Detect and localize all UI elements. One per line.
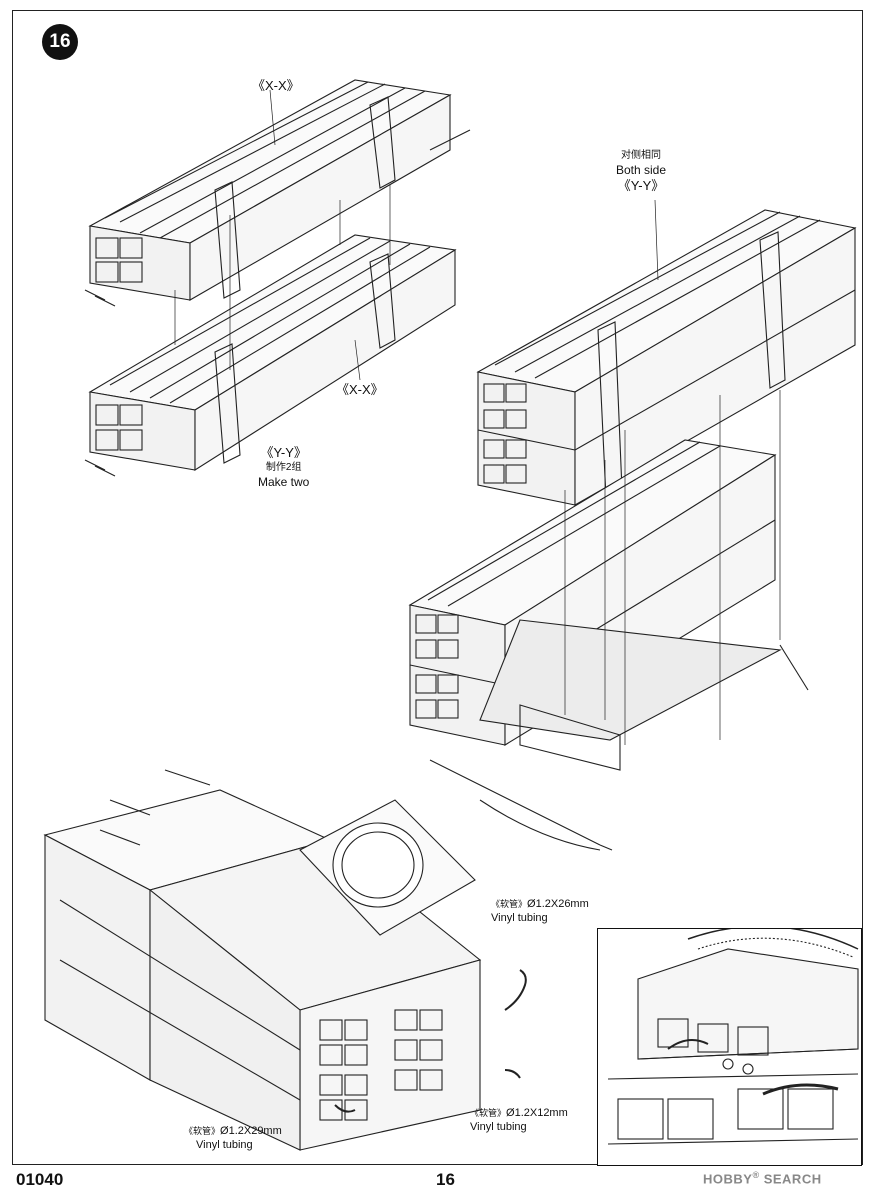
tubing-en: Vinyl tubing (491, 912, 548, 924)
rocket-pod-mid-left (84, 234, 457, 477)
launcher-chassis (408, 439, 809, 851)
page-number: 16 (436, 1170, 455, 1189)
make-two-cn: 制作2组 (265, 462, 302, 473)
rocket-pod-top-left (84, 79, 471, 307)
label-make-two: 《Y-Y》 制作2组 Make two (258, 445, 309, 490)
watermark-brand: HOBBY (703, 1171, 753, 1187)
label-xx-top: 《X-X》 (252, 78, 300, 93)
tubing-size: Ø1.2X29mm (220, 1125, 282, 1137)
both-side-cn: 对侧相同 (621, 150, 662, 161)
label-yy-left: 《Y-Y》 (260, 445, 307, 460)
watermark-suffix: SEARCH (759, 1171, 822, 1187)
launcher-complete (43, 769, 482, 1151)
tubing-size: Ø1.2X12mm (506, 1107, 568, 1119)
tubing-en: Vinyl tubing (196, 1139, 253, 1151)
watermark: HOBBY® SEARCH (703, 1170, 822, 1186)
step-number-badge: 16 (42, 24, 78, 60)
label-yy-right: 《Y-Y》 (617, 178, 665, 193)
tubing-cn: 《软管》 (491, 899, 528, 909)
watermark-reg: ® (752, 1170, 760, 1180)
guide-lines (174, 89, 781, 745)
both-side-en: Both side (616, 163, 667, 177)
vinyl-tubing (334, 969, 527, 1113)
page-frame (12, 10, 863, 1165)
product-code: 01040 (16, 1170, 64, 1189)
detail-inset-drawing (607, 929, 859, 1145)
detail-inset (597, 928, 862, 1166)
tubing-cn: 《软管》 (184, 1126, 221, 1136)
tubing-cn: 《软管》 (470, 1108, 507, 1118)
tubing-note-26mm: 《软管》Ø1.2X26mm Vinyl tubing (491, 897, 589, 925)
label-xx-mid: 《X-X》 (336, 382, 384, 397)
tubing-note-29mm: 《软管》Ø1.2X29mm Vinyl tubing (184, 1124, 282, 1152)
make-two-en: Make two (258, 475, 310, 489)
tubing-note-12mm: 《软管》Ø1.2X12mm Vinyl tubing (470, 1106, 568, 1134)
label-both-side: 对侧相同 Both side 《Y-Y》 (616, 148, 666, 193)
tubing-size: Ø1.2X26mm (527, 898, 589, 910)
rocket-pod-right (476, 209, 857, 506)
tubing-en: Vinyl tubing (470, 1121, 527, 1133)
